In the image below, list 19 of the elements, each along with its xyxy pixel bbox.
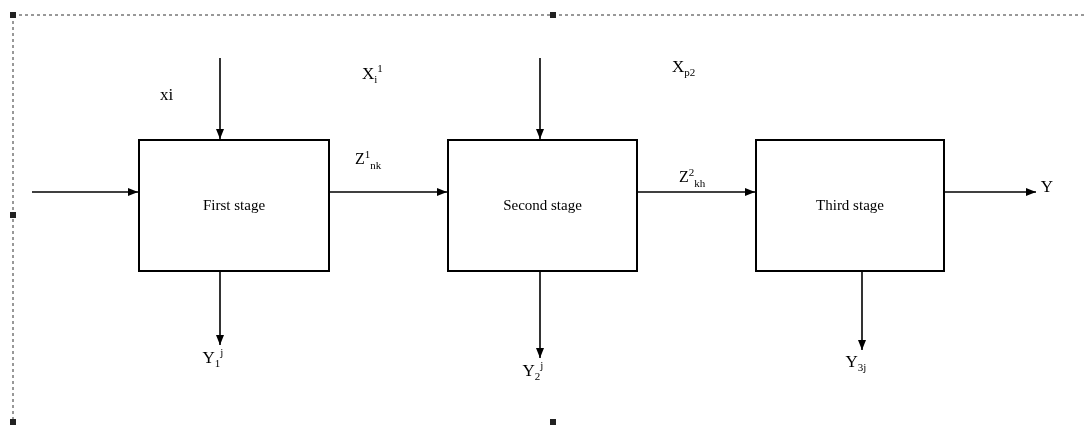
arrow <box>536 57 544 140</box>
input-label: X$_{p2}$ <box>672 58 696 79</box>
arrow <box>216 57 224 140</box>
stage-box <box>755 139 945 272</box>
stage-label: Third stage <box>816 197 884 214</box>
arrow <box>637 188 756 196</box>
output-label: Y <box>1040 177 1054 197</box>
stage-box <box>447 139 638 272</box>
output-label: Y$_{3j}$ <box>845 352 867 374</box>
arrow <box>536 271 544 359</box>
stage-box <box>138 139 330 272</box>
arrow <box>31 188 139 196</box>
stage-label: Second stage <box>503 197 582 214</box>
arrow <box>858 271 866 351</box>
input-label: xi <box>160 86 174 105</box>
arrow <box>944 188 1037 196</box>
arrow <box>216 271 224 346</box>
stage-label: First stage <box>202 197 266 214</box>
arrow <box>329 188 448 196</box>
